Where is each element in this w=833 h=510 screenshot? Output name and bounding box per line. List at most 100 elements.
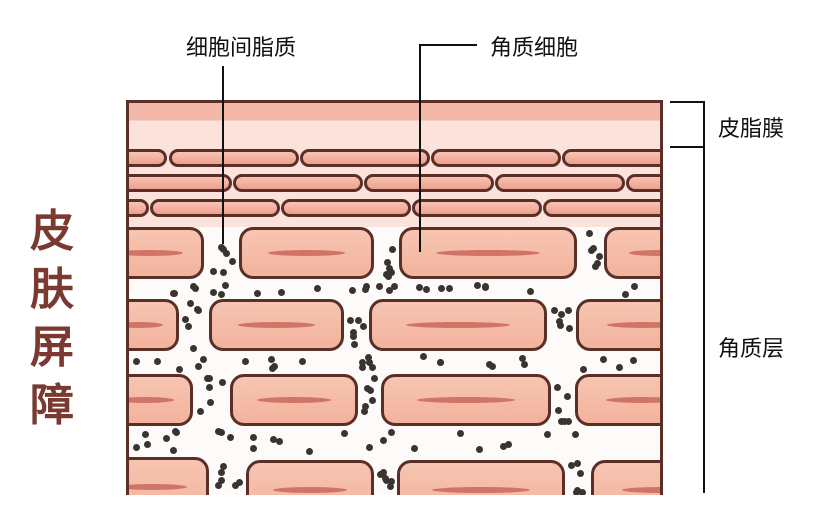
lipid-dot [389, 246, 397, 254]
lipid-dot [544, 430, 552, 438]
lipid-dot [376, 283, 384, 291]
lipid-dot [365, 443, 373, 451]
lipid-dot [456, 429, 464, 437]
lipid-dot [423, 285, 431, 293]
lipid-dot [209, 268, 217, 276]
lipid-dot [388, 269, 396, 277]
lipid-dot [599, 356, 607, 364]
title-char-4: 障 [30, 380, 74, 431]
flat-cell [562, 149, 660, 167]
corneocyte-cell [239, 227, 374, 279]
lipid-dot [144, 440, 152, 448]
flat-cell [543, 199, 660, 217]
lipid-dot [306, 447, 314, 455]
corneocyte-cell [604, 227, 660, 279]
bracket-vertical [703, 101, 705, 493]
lipid-dot [269, 365, 277, 373]
lipid-dot [420, 353, 428, 361]
lipid-dot [214, 481, 222, 489]
corneocyte-cell [129, 374, 193, 426]
lipid-dot [368, 364, 376, 372]
lipid-dot [388, 429, 396, 437]
lipid-dot [363, 384, 371, 392]
lipid-dot [556, 322, 564, 330]
lipid-dot [269, 435, 277, 443]
lipid-dot [162, 435, 170, 443]
bracket-sebum-top [670, 101, 705, 103]
lipid-dot [241, 358, 249, 366]
lipid-dot [500, 442, 508, 450]
lipid-dot [347, 316, 355, 324]
lipid-dot [594, 260, 601, 268]
lipid-dot [587, 247, 595, 255]
lipid-dot [172, 429, 180, 437]
lipid-dot [595, 252, 603, 260]
flat-cell [364, 174, 494, 192]
pointer-line-corneocyte-h [419, 44, 477, 46]
corneocyte-cell [369, 299, 547, 351]
lipid-dot [154, 358, 162, 366]
lipid-dot [359, 363, 367, 371]
corneocyte-cell [397, 460, 565, 495]
lipid-dot [141, 431, 149, 439]
lipid-dot [175, 365, 183, 373]
lipid-dot [579, 365, 587, 373]
lipid-dot [376, 470, 384, 478]
lipid-dot [218, 469, 226, 477]
flat-cell [150, 199, 280, 217]
lipid-dot [232, 481, 240, 489]
lipid-dot [221, 281, 229, 289]
lipid-dot [340, 430, 348, 438]
lipid-dot [416, 284, 424, 292]
lipid-dot [571, 431, 579, 439]
lipid-dot [192, 285, 200, 293]
corneocyte-cell [381, 374, 551, 426]
lipid-dot [554, 407, 562, 415]
lipid-dot [205, 375, 213, 383]
lipid-dot [182, 315, 190, 323]
corneocyte-cell [129, 457, 209, 495]
sebum-film-layer [129, 103, 660, 147]
lipid-dot [360, 322, 368, 330]
lipid-dot [384, 272, 392, 280]
title-char-2: 肤 [30, 264, 74, 315]
pointer-line-lipid [222, 66, 224, 244]
lipid-dot [360, 407, 368, 415]
lipid-dot [349, 286, 357, 294]
flat-cell [233, 174, 363, 192]
lipid-dot [278, 288, 286, 296]
lipid-dot [185, 323, 192, 331]
lipid-dot [574, 460, 582, 468]
lipid-dot [386, 483, 394, 490]
lipid-dot [565, 417, 573, 425]
lipid-dot [249, 434, 257, 442]
lipid-dot [218, 290, 226, 298]
flat-cell [431, 149, 561, 167]
title-char-3: 屏 [30, 322, 74, 373]
flat-cell [129, 149, 167, 167]
lipid-dot [489, 362, 497, 370]
lipid-dot [222, 249, 230, 257]
lipid-dot [527, 287, 535, 295]
lipid-dot [351, 340, 359, 348]
lipid-dot [630, 357, 638, 365]
lipid-dot [235, 478, 243, 486]
lipid-dot [379, 436, 387, 444]
label-sebum-film: 皮脂膜 [718, 117, 785, 142]
corneocyte-cell [129, 299, 179, 351]
lipid-dot [190, 344, 198, 352]
lipid-dot [519, 354, 527, 362]
lipid-dot [579, 489, 587, 495]
lipid-dot [362, 402, 370, 410]
corneocyte-cell [575, 374, 660, 426]
lipid-dot [565, 325, 573, 333]
lipid-dot [219, 462, 227, 470]
lipid-dot [555, 318, 563, 326]
lipid-dot [196, 408, 204, 416]
lipid-dot [554, 383, 562, 391]
lipid-dot [218, 477, 226, 485]
lipid-dot [564, 307, 572, 315]
lipid-dot [207, 399, 215, 407]
lipid-dot [630, 282, 638, 290]
lipid-dot [385, 265, 393, 273]
